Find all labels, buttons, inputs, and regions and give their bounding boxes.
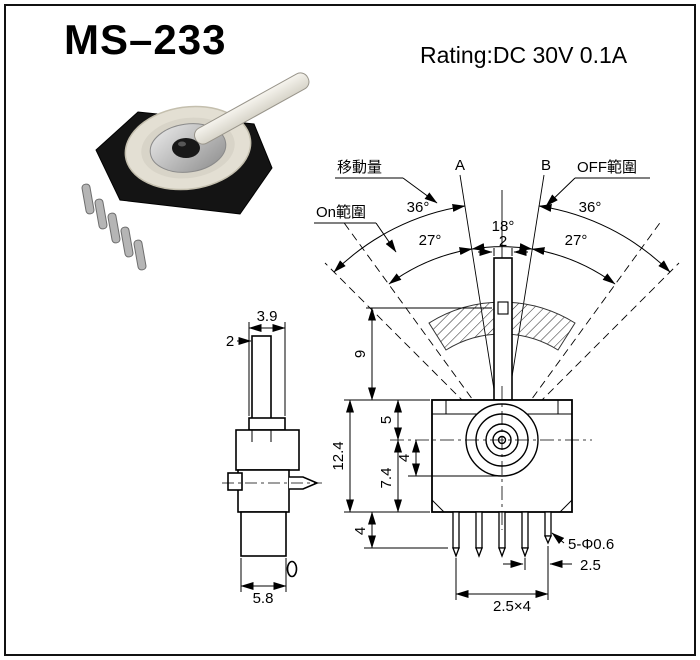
dim-pin-spec: 5-Φ0.6 <box>551 532 614 553</box>
dim-center-to-hub-label: 4 <box>396 454 413 462</box>
dim-pin-spec-label: 5-Φ0.6 <box>568 536 614 553</box>
dim-pin-length: 4 <box>352 511 448 549</box>
movement-callout: 移動量 <box>335 159 438 204</box>
dim-pin-length-label: 4 <box>352 527 369 535</box>
off-range-label: OFF範圍 <box>577 158 637 176</box>
side-view: 3.9 2 5.8 <box>222 308 322 607</box>
dim-pitch-total: 2.5×4 <box>455 558 549 615</box>
dim-top-to-center-label: 5 <box>378 416 395 424</box>
dim-center-to-hub: 4 <box>396 439 500 477</box>
dim-body-depth-label: 5.8 <box>253 590 274 607</box>
point-a-label: A <box>455 157 465 174</box>
angle-right-inner-label2: 27° <box>565 232 588 249</box>
side-view-outline <box>227 335 320 578</box>
dim-shaft-height: 9 <box>344 307 492 401</box>
dim-shaft-depth-label: 3.9 <box>257 308 278 325</box>
product-photo <box>81 72 310 271</box>
point-b-label: B <box>541 157 551 174</box>
movement-label: 移動量 <box>337 159 382 176</box>
dim-pin-pitch-label: 2.5 <box>580 557 601 574</box>
knob-highlight <box>178 141 186 147</box>
dim-center-to-bottom: 7.4 <box>378 439 402 513</box>
rating-label: Rating:DC 30V 0.1A <box>420 42 628 68</box>
front-view: 36° 18° 36° 27° 27° A B 移動量 On範圍 OFF範圍 <box>314 157 680 615</box>
on-range-label: On範圍 <box>316 203 366 221</box>
front-shaft <box>493 257 513 401</box>
dim-shaft-thickness: 2 <box>226 333 252 350</box>
angle-arcs <box>333 203 671 285</box>
dim-shaft-height-label: 9 <box>352 350 369 358</box>
page-title: MS–233 <box>64 16 227 63</box>
angle-center-label: 18° <box>492 218 515 235</box>
dim-top-to-center: 5 <box>378 399 402 441</box>
dim-body-depth: 5.8 <box>240 558 287 607</box>
knob-photo <box>172 138 200 158</box>
shaft-notch <box>497 301 509 315</box>
dim-shaft-width: 2 <box>478 233 528 256</box>
dim-body-height: 12.4 <box>330 399 430 513</box>
angle-left-inner-label: 27° <box>419 232 442 249</box>
front-centerlines <box>390 386 592 530</box>
dim-pitch-total-label: 2.5×4 <box>493 598 531 615</box>
lever-photo <box>194 72 310 145</box>
dim-pin-pitch: 2.5 <box>503 546 601 600</box>
dim-shaft-width-label: 2 <box>499 233 507 250</box>
angle-right-outer-label: 36° <box>579 199 602 216</box>
switch-legs-photo <box>81 183 147 271</box>
angle-left-outer-label: 36° <box>407 199 430 216</box>
dim-center-to-bottom-label: 7.4 <box>378 468 395 489</box>
dim-shaft-depth: 3.9 <box>248 308 286 416</box>
on-range-callout: On範圍 <box>314 203 397 253</box>
dim-shaft-thickness-label: 2 <box>226 333 234 350</box>
off-range-callout: OFF範圍 <box>545 158 650 207</box>
dim-body-height-label: 12.4 <box>330 441 347 470</box>
page-border <box>4 4 696 656</box>
